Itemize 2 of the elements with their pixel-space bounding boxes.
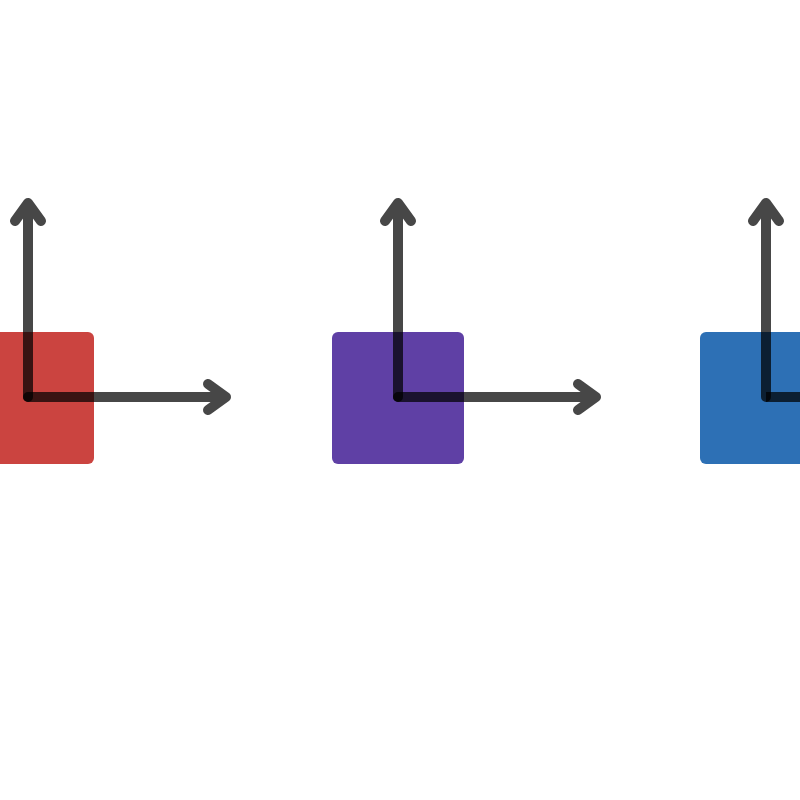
square <box>332 331 464 463</box>
square <box>700 331 800 463</box>
